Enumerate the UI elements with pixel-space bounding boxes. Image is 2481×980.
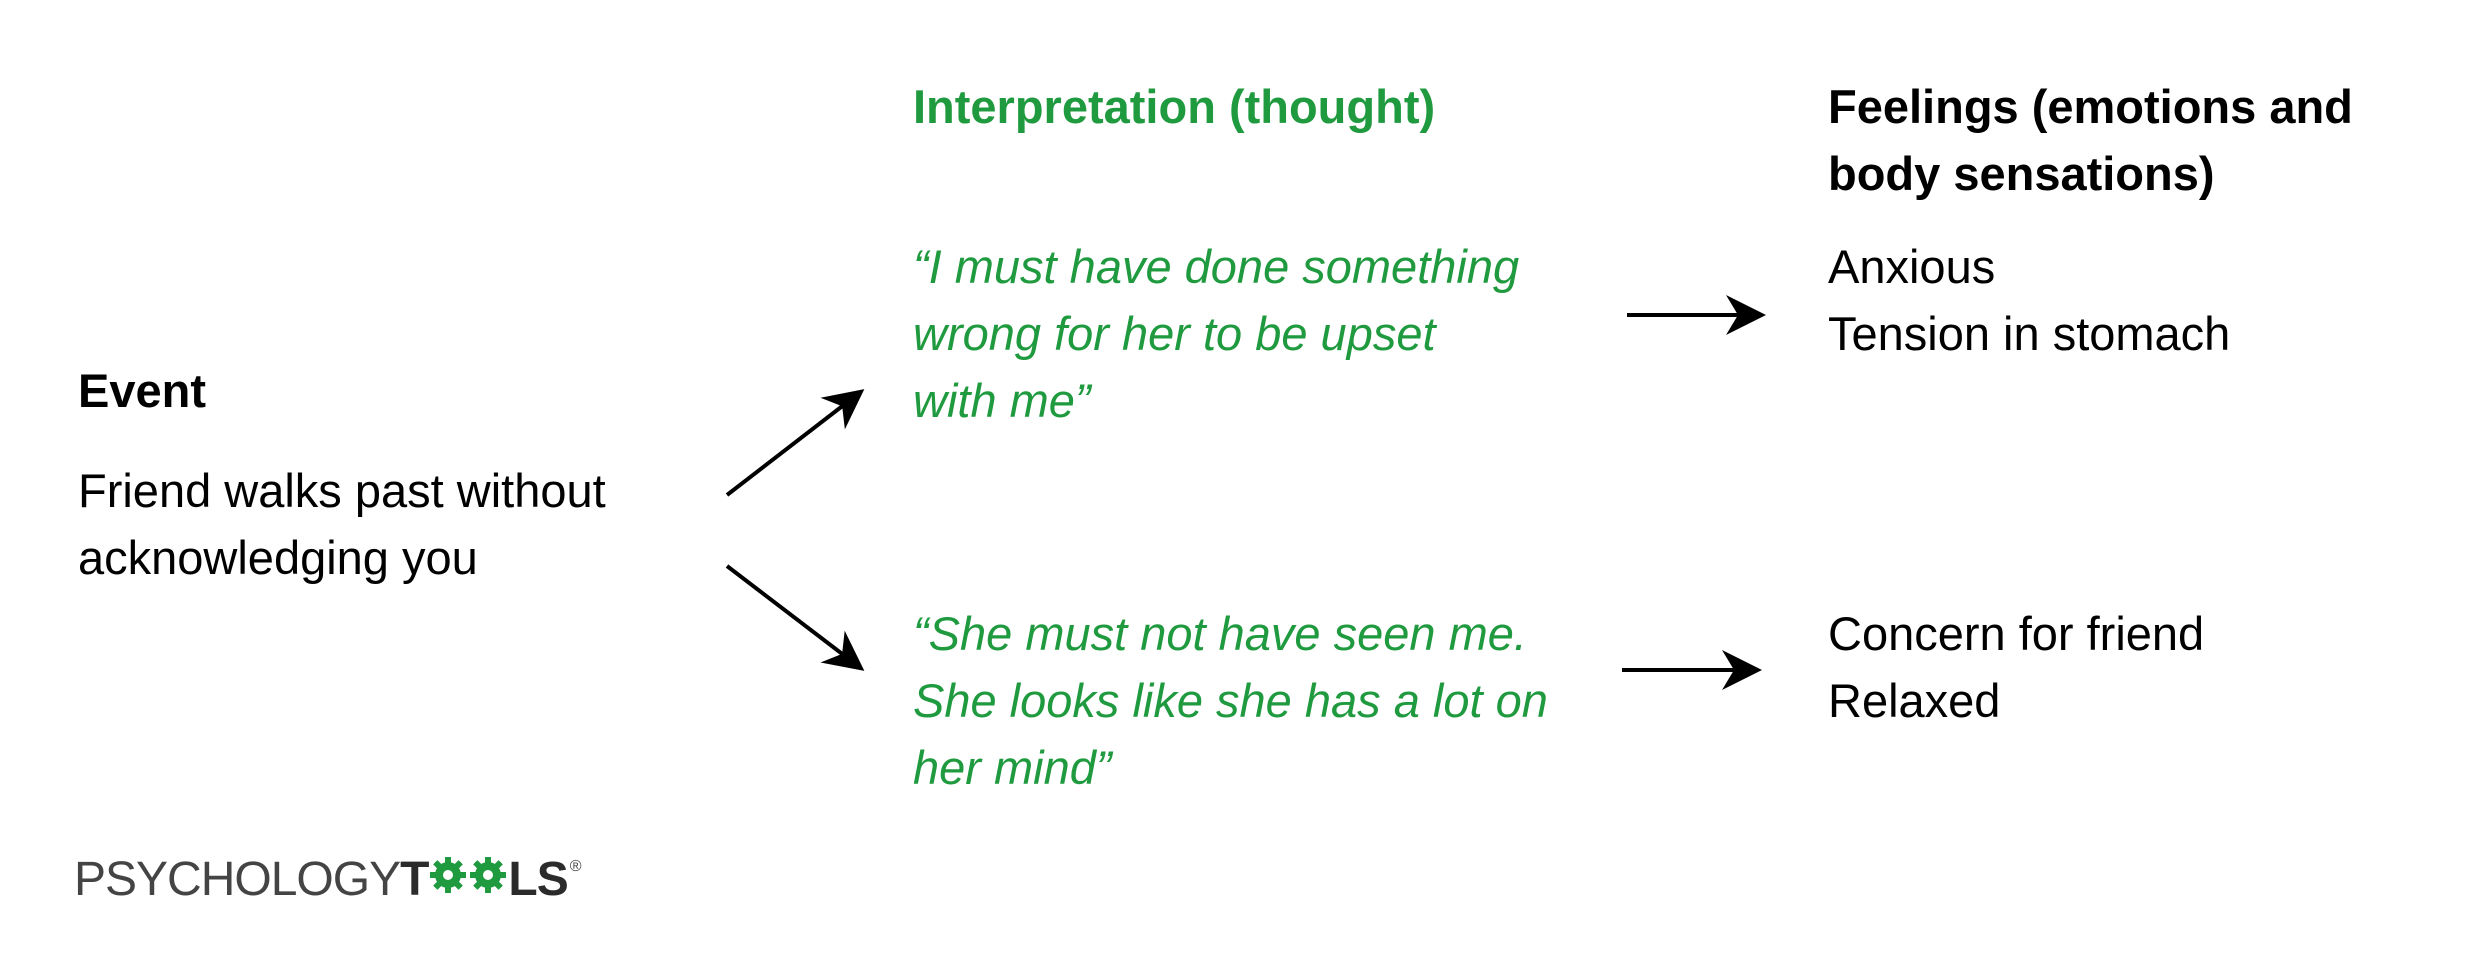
event-description: Friend walks past without acknowledging … <box>78 457 606 591</box>
thought-1-line-1: “I must have done something <box>913 240 1520 293</box>
logo-text-ls: LS <box>508 853 568 906</box>
thought-2-line-1: “She must not have seen me. <box>913 607 1527 660</box>
logo-registered-mark: ® <box>569 858 582 875</box>
feelings-1-line-2: Tension in stomach <box>1828 307 2231 360</box>
logo-text-t: T <box>400 853 429 906</box>
psychology-tools-logo: PSYCHOLOGYT LS® <box>74 852 582 910</box>
arrow-event-to-thought-1 <box>725 389 865 497</box>
feelings-heading: Feelings (emotions and body sensations) <box>1828 73 2353 207</box>
logo-text-psychology: PSYCHOLOGY <box>74 853 401 906</box>
feelings-2-line-2: Relaxed <box>1828 674 2001 727</box>
thought-2: “She must not have seen me. She looks li… <box>913 600 1548 801</box>
event-heading: Event <box>78 364 206 417</box>
feelings-1-line-1: Anxious <box>1828 240 1996 293</box>
interpretation-heading: Interpretation (thought) <box>913 80 1436 133</box>
thought-2-line-3: her mind” <box>913 741 1112 794</box>
feelings-heading-line-1: Feelings (emotions and <box>1828 80 2353 133</box>
thought-2-line-2: She looks like she has a lot on <box>913 674 1548 727</box>
thought-1-line-2: wrong for her to be upset <box>913 307 1436 360</box>
arrow-event-to-thought-2 <box>725 564 865 671</box>
feelings-heading-line-2: body sensations) <box>1828 147 2215 200</box>
event-line-2: acknowledging you <box>78 531 478 584</box>
gear-icon <box>428 852 468 907</box>
thought-1: “I must have done something wrong for he… <box>913 233 1519 434</box>
thought-1-line-3: with me” <box>913 374 1091 427</box>
event-line-1: Friend walks past without <box>78 464 606 517</box>
gear-icon <box>468 852 508 907</box>
feelings-2-line-1: Concern for friend <box>1828 607 2205 660</box>
feelings-1: Anxious Tension in stomach <box>1828 233 2230 367</box>
feelings-2: Concern for friend Relaxed <box>1828 600 2204 734</box>
